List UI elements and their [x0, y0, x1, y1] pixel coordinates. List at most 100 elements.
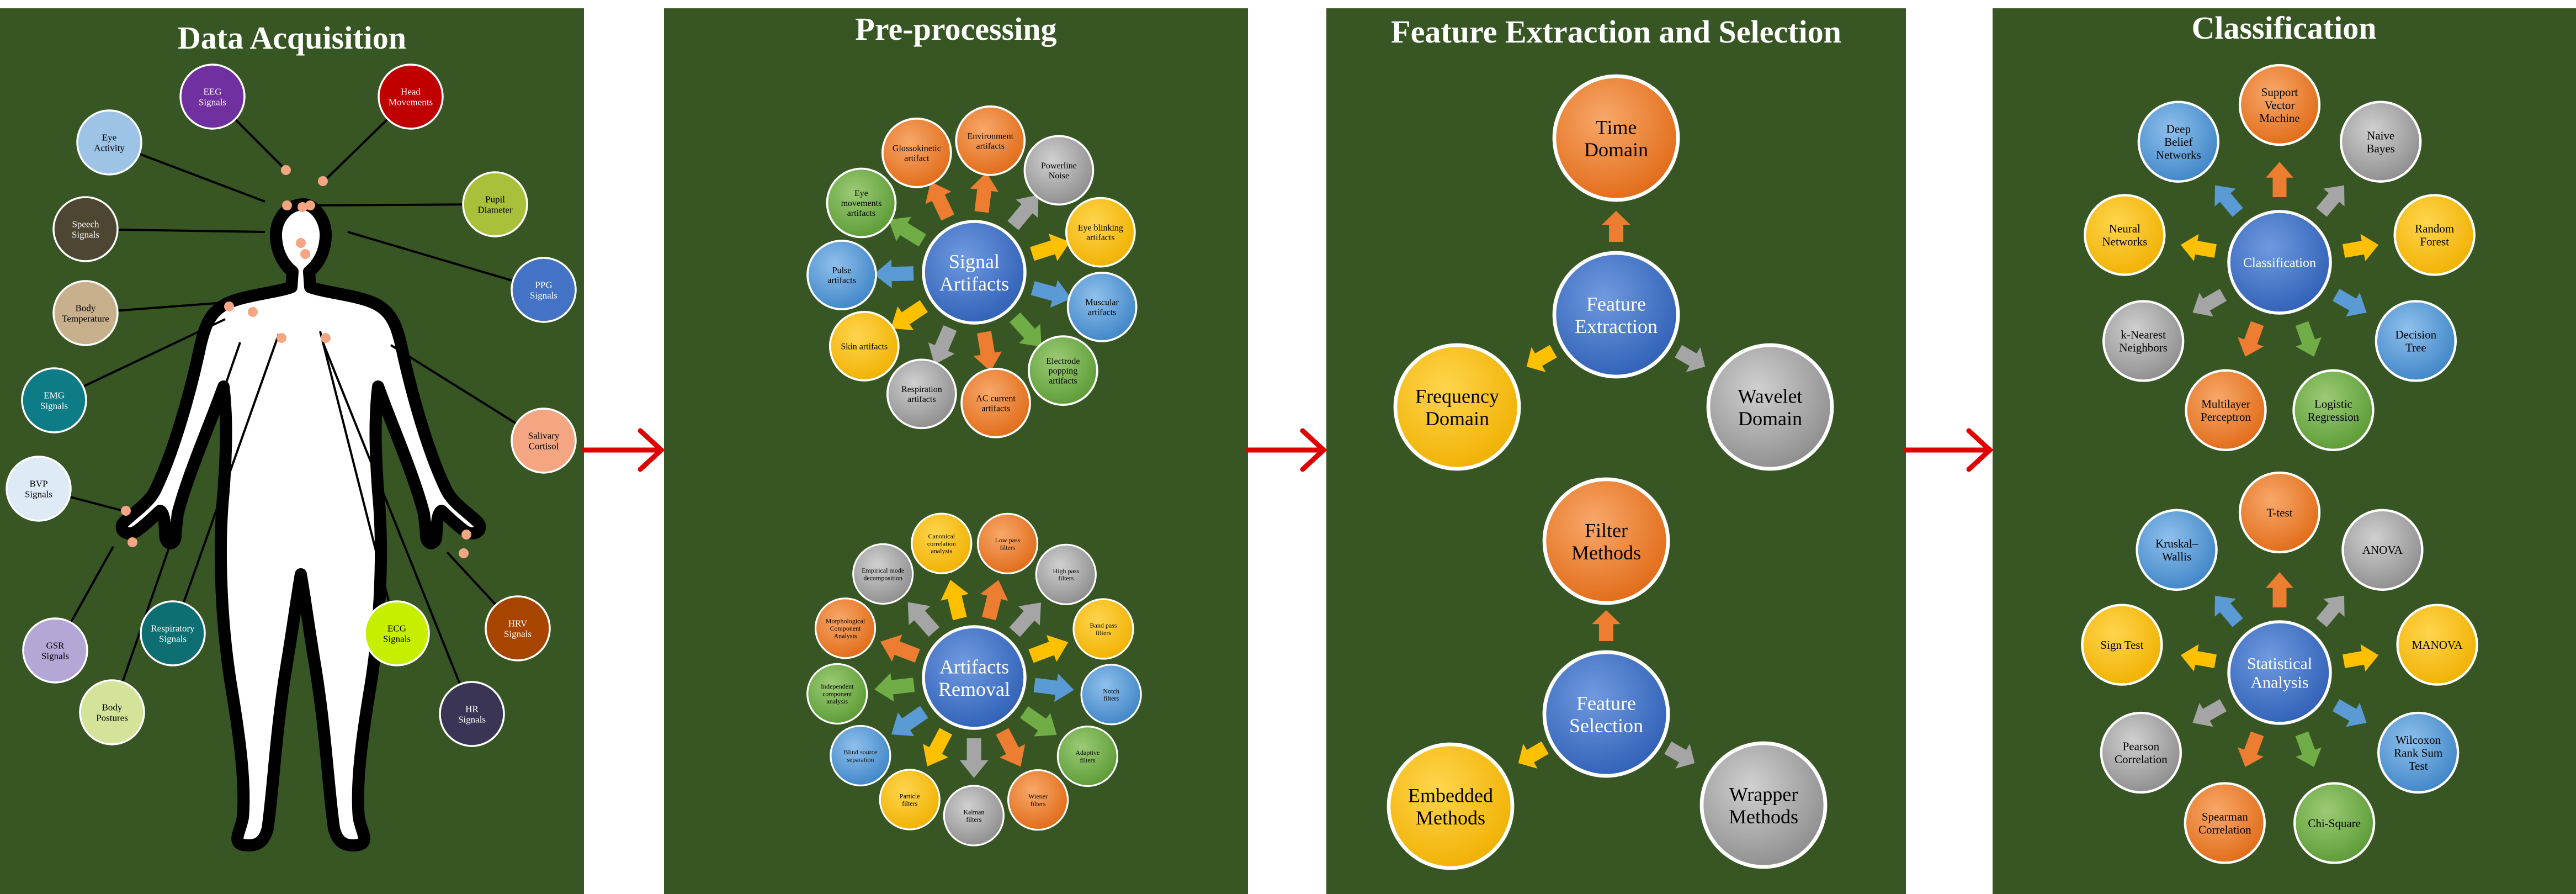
direction-arrow-icon	[925, 182, 954, 221]
direction-arrow-icon	[874, 673, 915, 702]
direction-arrow-icon	[2343, 644, 2379, 672]
node-circle	[2293, 782, 2376, 864]
node-skin-artifacts: Skin artifacts	[828, 311, 900, 382]
human-body-silhouette	[115, 198, 486, 851]
sensor-dot	[121, 506, 131, 516]
node-circle	[814, 597, 877, 659]
node-circle	[943, 785, 1005, 847]
node-circle	[511, 408, 577, 474]
node-circle	[2396, 604, 2478, 686]
node-label: Sign Test	[2100, 638, 2143, 652]
node-label: Classification	[2243, 256, 2316, 270]
direction-arrow-icon	[1526, 345, 1557, 372]
node-circle	[462, 171, 528, 237]
sensor-dot	[461, 530, 471, 539]
node-circle	[1035, 543, 1097, 605]
direction-arrow-icon	[1518, 741, 1549, 769]
node-circle	[1065, 197, 1136, 268]
node-chi-square: Chi-Square	[2293, 782, 2376, 864]
direction-arrow-icon	[907, 602, 940, 637]
sensor-dot	[298, 202, 307, 212]
node-label: ANOVA	[2362, 543, 2403, 557]
connector-line	[111, 342, 241, 713]
direction-arrow-icon	[2266, 162, 2293, 197]
node-circle	[79, 679, 145, 745]
node-circle	[911, 512, 973, 574]
direction-arrow-icon	[941, 580, 969, 621]
node-circle	[826, 167, 897, 239]
node-circle	[2238, 471, 2321, 554]
node-circle	[1542, 650, 1670, 778]
panel-preprocessing	[664, 8, 1248, 894]
node-label: MANOVA	[2412, 638, 2463, 652]
direction-arrow-icon	[970, 172, 999, 213]
direction-arrow-icon	[2214, 185, 2243, 217]
right-arrow-icon	[1245, 428, 1327, 472]
direction-arrow-icon	[874, 260, 914, 289]
direction-arrow-icon	[996, 728, 1026, 767]
node-circle	[2238, 64, 2321, 146]
node-circle	[1007, 769, 1069, 831]
sensor-dot	[305, 200, 315, 210]
direction-arrow-icon	[923, 728, 953, 766]
direction-arrow-icon	[1010, 312, 1042, 347]
sensor-dot	[277, 333, 286, 343]
panel-title-preprocessing: Pre-processing	[855, 11, 1056, 47]
direction-arrow-icon	[1033, 673, 1074, 702]
node-circle	[140, 600, 206, 666]
direction-arrow-icon	[973, 331, 1002, 372]
node-circle	[1080, 664, 1142, 726]
node-label: Chi-Square	[2308, 817, 2361, 830]
node-circle	[364, 600, 430, 666]
direction-arrow-icon	[2192, 289, 2227, 317]
sensor-dot	[224, 301, 234, 311]
node-sign-test: Sign Test	[2081, 604, 2163, 686]
node-circle	[2292, 369, 2375, 451]
node-circle	[2084, 194, 2166, 276]
sensor-dot	[459, 548, 469, 558]
direction-arrow-icon	[1675, 345, 1706, 372]
direction-arrow-icon	[2266, 572, 2293, 607]
direction-arrow-icon	[2332, 289, 2367, 317]
